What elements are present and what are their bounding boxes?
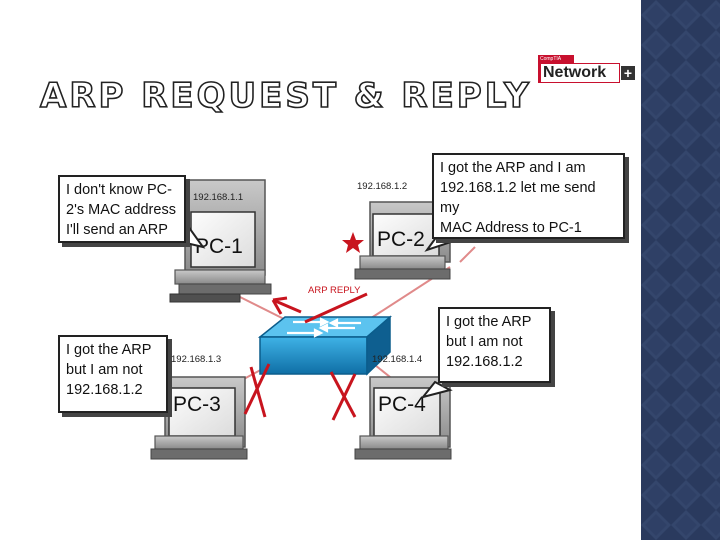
diagram-canvas: PC-1 PC-2 PC-3 (142, 179, 476, 460)
callout-pc2: I got the ARP and I am 192.168.1.2 let m… (432, 153, 625, 239)
ip-pc-4: 192.168.1.4 (372, 354, 423, 365)
callout-pc3: I got the ARP but I am not 192.168.1.2 (58, 335, 168, 413)
star-icon (342, 232, 364, 253)
network-plus-logo: CompTIA Network + (538, 55, 636, 85)
logo-vendor-text: CompTIA (538, 55, 574, 63)
logo-plus-icon: + (621, 66, 635, 80)
pc-3-label: PC-3 (173, 393, 221, 416)
callout-tail-pc4 (420, 380, 453, 399)
ip-pc-2: 192.168.1.2 (357, 181, 408, 192)
ip-pc-1: 192.168.1.1 (193, 192, 244, 203)
decorative-sidebar (641, 0, 720, 540)
ip-pc-3: 192.168.1.3 (171, 354, 222, 365)
callout-pc1: I don't know PC- 2's MAC address I'll se… (58, 175, 186, 243)
arp-diagram: PC-1 PC-2 PC-3 (55, 152, 627, 470)
diamond-pattern (641, 0, 720, 540)
arp-reply-label: ARP REPLY (308, 285, 361, 296)
slide-title: ARP REQUEST & REPLY (39, 75, 532, 117)
callout-pc4: I got the ARP but I am not 192.168.1.2 (438, 307, 551, 383)
rejected-x-icon-right (329, 371, 357, 421)
pc-3: PC-3 (150, 376, 248, 460)
logo-brand-text: Network (538, 63, 620, 83)
network-switch (257, 315, 393, 376)
pc-4-label: PC-4 (378, 393, 426, 416)
rejected-x-icon-left (243, 363, 271, 418)
arp-reply-arrow (271, 292, 368, 324)
pc-1-label: PC-1 (195, 235, 243, 258)
pc-2-label: PC-2 (377, 228, 425, 251)
